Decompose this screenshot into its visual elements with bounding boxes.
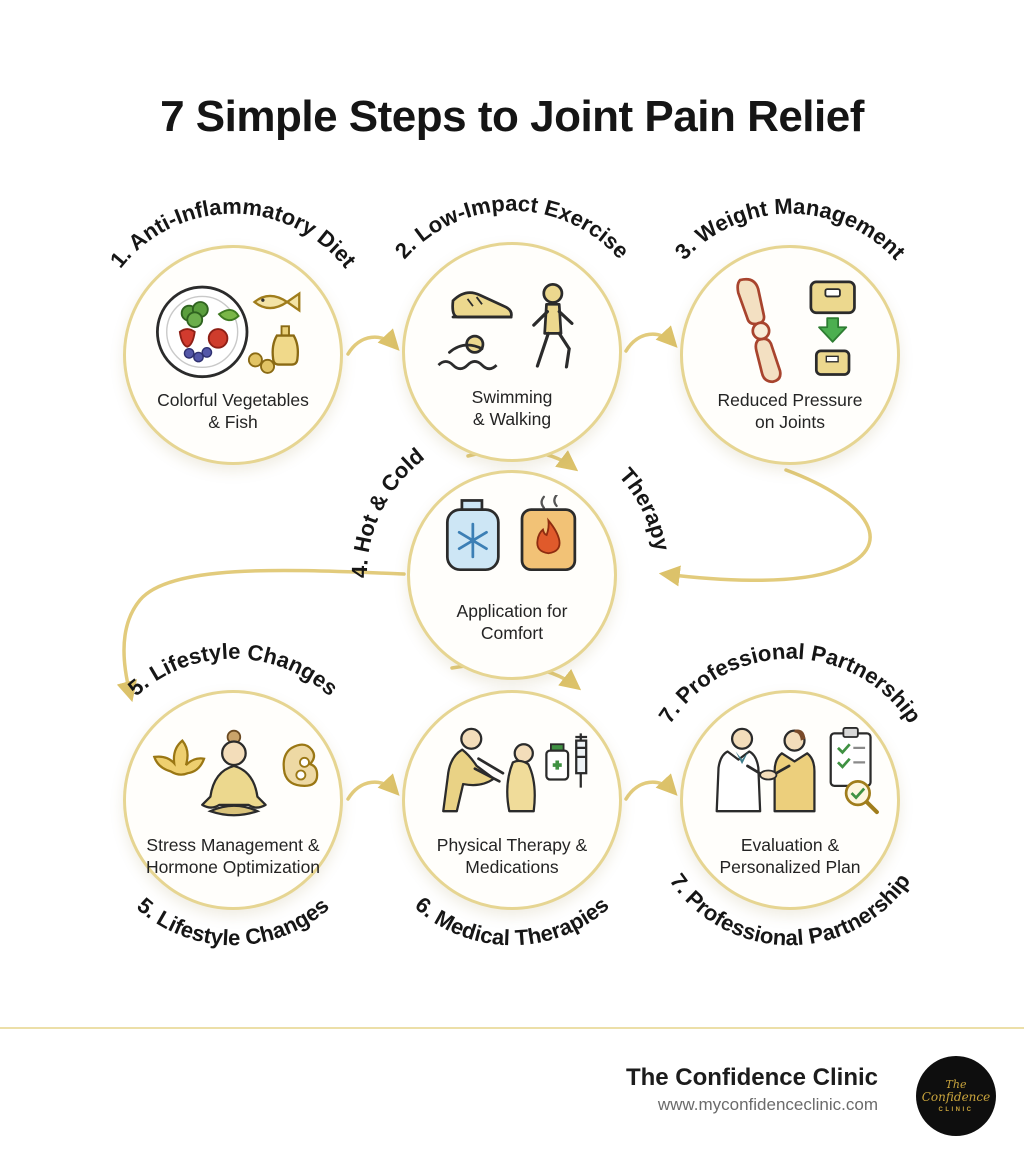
page-title: 7 Simple Steps to Joint Pain Relief: [160, 92, 864, 141]
logo-text-the: The: [945, 1077, 967, 1091]
step4-caption: Application for Comfort: [456, 601, 568, 643]
step1-caption: Colorful Vegetables & Fish: [157, 390, 309, 432]
flame-icon: [536, 517, 561, 555]
step4-icon-wrap: [424, 495, 600, 597]
tomato-icon: [207, 328, 229, 349]
step3-caption: Reduced Pressure on Joints: [717, 390, 863, 432]
leaf-icon: [217, 309, 240, 322]
website-url: www.myconfidenceclinic.com: [657, 1095, 878, 1114]
swimmer-icon: [437, 334, 498, 371]
step7-circle: Evaluation & Personalized Plan: [680, 690, 900, 910]
physical-therapist-icon: [442, 727, 505, 813]
step2-caption: Swimming & Walking: [471, 387, 553, 429]
lotus-icon: [152, 739, 206, 776]
logo-text-confidence: Confidence: [921, 1089, 991, 1104]
olive-oil-bottle-icon: [271, 325, 300, 366]
arrow-6-to-7: [624, 773, 678, 801]
pill-bottle-icon: [545, 743, 570, 781]
arrow-2-to-3: [624, 325, 678, 353]
footer: The Confidence Clinic www.myconfidencecl…: [626, 1064, 878, 1115]
knee-joint-icon: [736, 277, 782, 384]
olives-icon: [247, 352, 275, 374]
step6-caption: Physical Therapy & Medications: [436, 835, 588, 877]
brand-name: The Confidence Clinic: [625, 1064, 878, 1091]
syringe-icon: [575, 733, 588, 788]
step1-circle: Colorful Vegetables & Fish: [123, 245, 343, 465]
doctor-handshake-plan-icon: [715, 727, 879, 815]
blueberries-icon: [183, 347, 213, 363]
step5-icon-wrap: [138, 719, 328, 831]
scale-icon: [809, 280, 856, 315]
scale-small-icon: [814, 349, 851, 376]
heat-pack-icon: [520, 495, 577, 572]
patient-icon: [506, 743, 536, 813]
arrow-3-to-4: [658, 468, 872, 587]
step5-circle: Stress Management & Hormone Optimization: [123, 690, 343, 910]
fish-icon: [252, 291, 301, 313]
snowflake-icon: [457, 522, 488, 559]
plate-icon: [156, 285, 249, 379]
magnifier-icon: [844, 779, 879, 815]
strawberry-icon: [178, 328, 196, 348]
down-arrow-icon: [818, 317, 848, 343]
arrow-4-to-5: [116, 568, 406, 703]
step3-icon-wrap: [699, 274, 881, 386]
arrow-1-to-2: [346, 328, 400, 356]
logo-text-clinic: CLINIC: [938, 1107, 974, 1114]
physical-therapy-medication-icon: [442, 727, 588, 813]
step3-circle: Reduced Pressure on Joints: [680, 245, 900, 465]
step4-circle: Application for Comfort: [407, 470, 617, 680]
vegetables-fish-icon: [156, 285, 301, 379]
step6-circle: Physical Therapy & Medications: [402, 690, 622, 910]
joint-section-icon: [282, 743, 319, 787]
svg-text:Therapy: Therapy: [614, 463, 675, 554]
clipboard-icon: [829, 727, 872, 787]
handshake-icon: [746, 764, 791, 781]
step5-caption: Stress Management & Hormone Optimization: [145, 835, 321, 877]
clinic-logo: The Confidence CLINIC: [916, 1056, 996, 1136]
meditation-lotus-icon: [152, 729, 319, 817]
step4-arc-label-right: Therapy: [614, 463, 675, 554]
knee-joint-scale-icon: [736, 277, 856, 384]
swimming-walking-icon: [437, 282, 574, 371]
step2-icon-wrap: [421, 271, 603, 383]
step7-icon-wrap: [695, 719, 885, 831]
broccoli-icon: [180, 301, 209, 329]
step7-caption: Evaluation & Personalized Plan: [719, 835, 861, 877]
arrow-5-to-6: [346, 773, 400, 801]
step2-circle: Swimming & Walking: [402, 242, 622, 462]
step1-icon-wrap: [142, 274, 324, 386]
ice-pack-icon: [445, 499, 500, 572]
ice-pack-heat-pack-icon: [445, 495, 577, 572]
walking-person-icon: [532, 282, 574, 369]
meditating-person-icon: [201, 729, 267, 817]
footer-divider: [0, 1027, 1024, 1029]
running-shoe-icon: [451, 291, 513, 319]
step6-icon-wrap: [417, 719, 607, 831]
